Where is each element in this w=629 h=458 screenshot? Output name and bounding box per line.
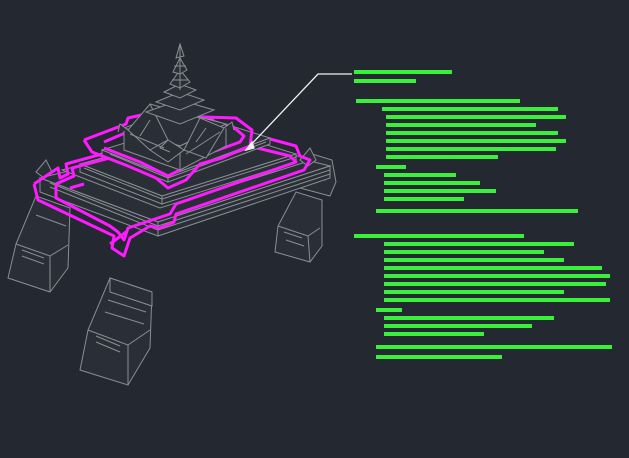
support-leg-back-left	[7, 195, 71, 293]
central-shrine	[117, 42, 235, 171]
leader-arrow	[244, 73, 352, 152]
support-leg-front-right	[274, 191, 323, 263]
support-leg-front-left	[79, 277, 153, 386]
